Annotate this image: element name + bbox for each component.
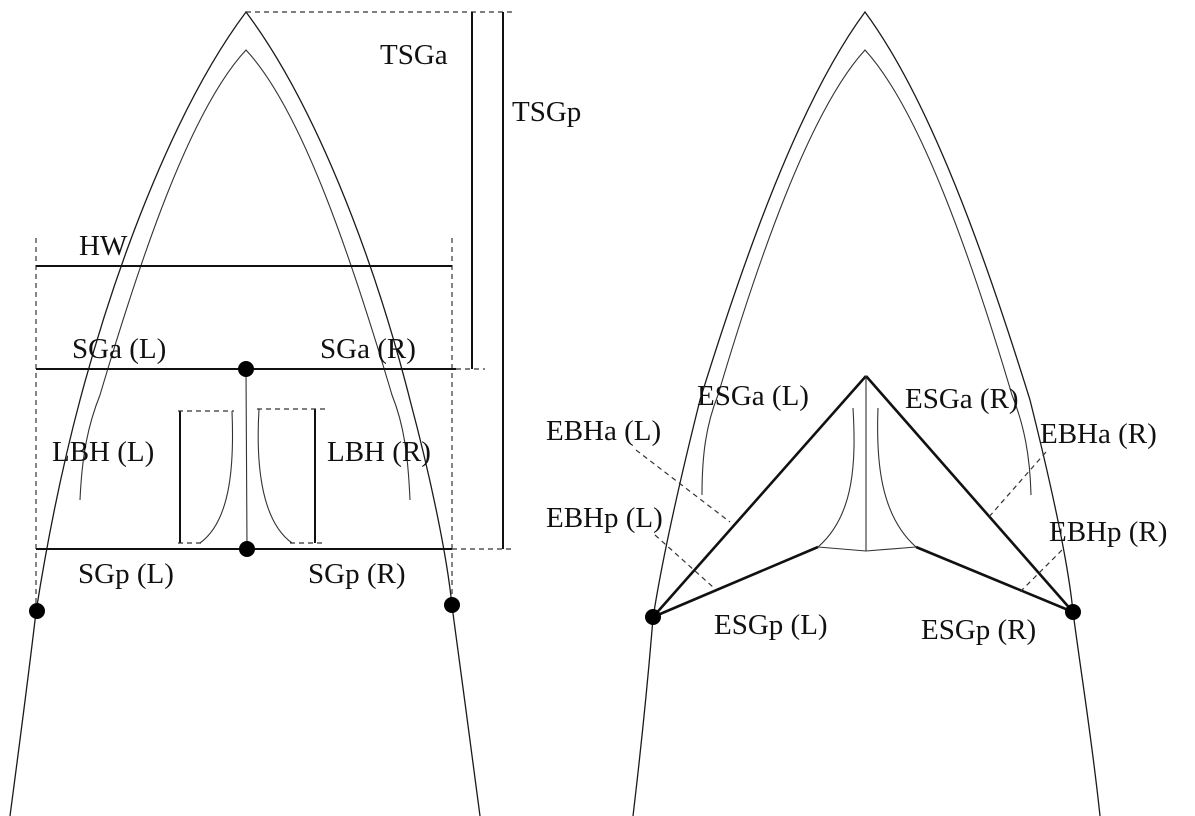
esga-right-line xyxy=(865,375,1074,613)
right-lateral-dot xyxy=(444,597,460,613)
esga-left-line xyxy=(652,375,867,618)
label-sga-left: SGa (L) xyxy=(72,333,166,365)
midline xyxy=(245,368,248,550)
left-lateral-dot xyxy=(29,603,45,619)
sgp-left-thin xyxy=(817,546,867,552)
label-ebha-left: EBHa (L) xyxy=(546,415,661,447)
esgp-right-line xyxy=(915,545,1074,614)
right-panel-right-dot xyxy=(1065,604,1081,620)
label-hw: HW xyxy=(79,230,128,262)
right-inner-outline xyxy=(701,49,1032,496)
label-ebhp-right: EBHp (R) xyxy=(1049,516,1167,548)
right-bony-region-curve xyxy=(257,408,293,544)
ebha-left-leader xyxy=(635,449,731,523)
sga-midpoint-dot xyxy=(238,361,254,377)
label-sgp-right: SGp (R) xyxy=(308,558,405,590)
label-sgp-left: SGp (L) xyxy=(78,558,174,590)
right-panel-right-bony-curve xyxy=(877,407,917,548)
label-esgp-left: ESGp (L) xyxy=(714,609,828,641)
left-panel: TSGa TSGp HW SGa (L) SGa (R) LBH (L) LBH… xyxy=(9,10,581,816)
right-outer-outline xyxy=(632,10,1101,816)
ebha-right-leader xyxy=(987,451,1047,519)
label-esga-left: ESGa (L) xyxy=(697,380,809,412)
label-ebhp-left: EBHp (L) xyxy=(546,502,663,534)
sgp-right-thin xyxy=(865,546,917,552)
sgp-midpoint-dot xyxy=(239,541,255,557)
left-outer-outline xyxy=(9,10,481,816)
label-lbh-left: LBH (L) xyxy=(52,436,154,468)
label-tsga: TSGa xyxy=(380,39,448,71)
right-panel-left-bony-curve xyxy=(817,407,855,548)
ebhp-left-leader xyxy=(654,534,715,589)
right-panel-left-dot xyxy=(645,609,661,625)
label-lbh-right: LBH (R) xyxy=(327,436,431,468)
ebhp-right-leader xyxy=(1019,549,1063,593)
right-panel: ESGa (L) ESGa (R) EBHa (L) EBHa (R) EBHp… xyxy=(546,10,1167,816)
label-esgp-right: ESGp (R) xyxy=(921,614,1036,646)
label-esga-right: ESGa (R) xyxy=(905,383,1019,415)
label-tsgp: TSGp xyxy=(512,96,581,128)
left-inner-outline xyxy=(79,49,411,501)
label-ebha-right: EBHa (R) xyxy=(1040,418,1157,450)
esgp-left-line xyxy=(652,545,819,619)
left-bony-region-curve xyxy=(199,410,234,544)
label-sga-right: SGa (R) xyxy=(320,333,416,365)
